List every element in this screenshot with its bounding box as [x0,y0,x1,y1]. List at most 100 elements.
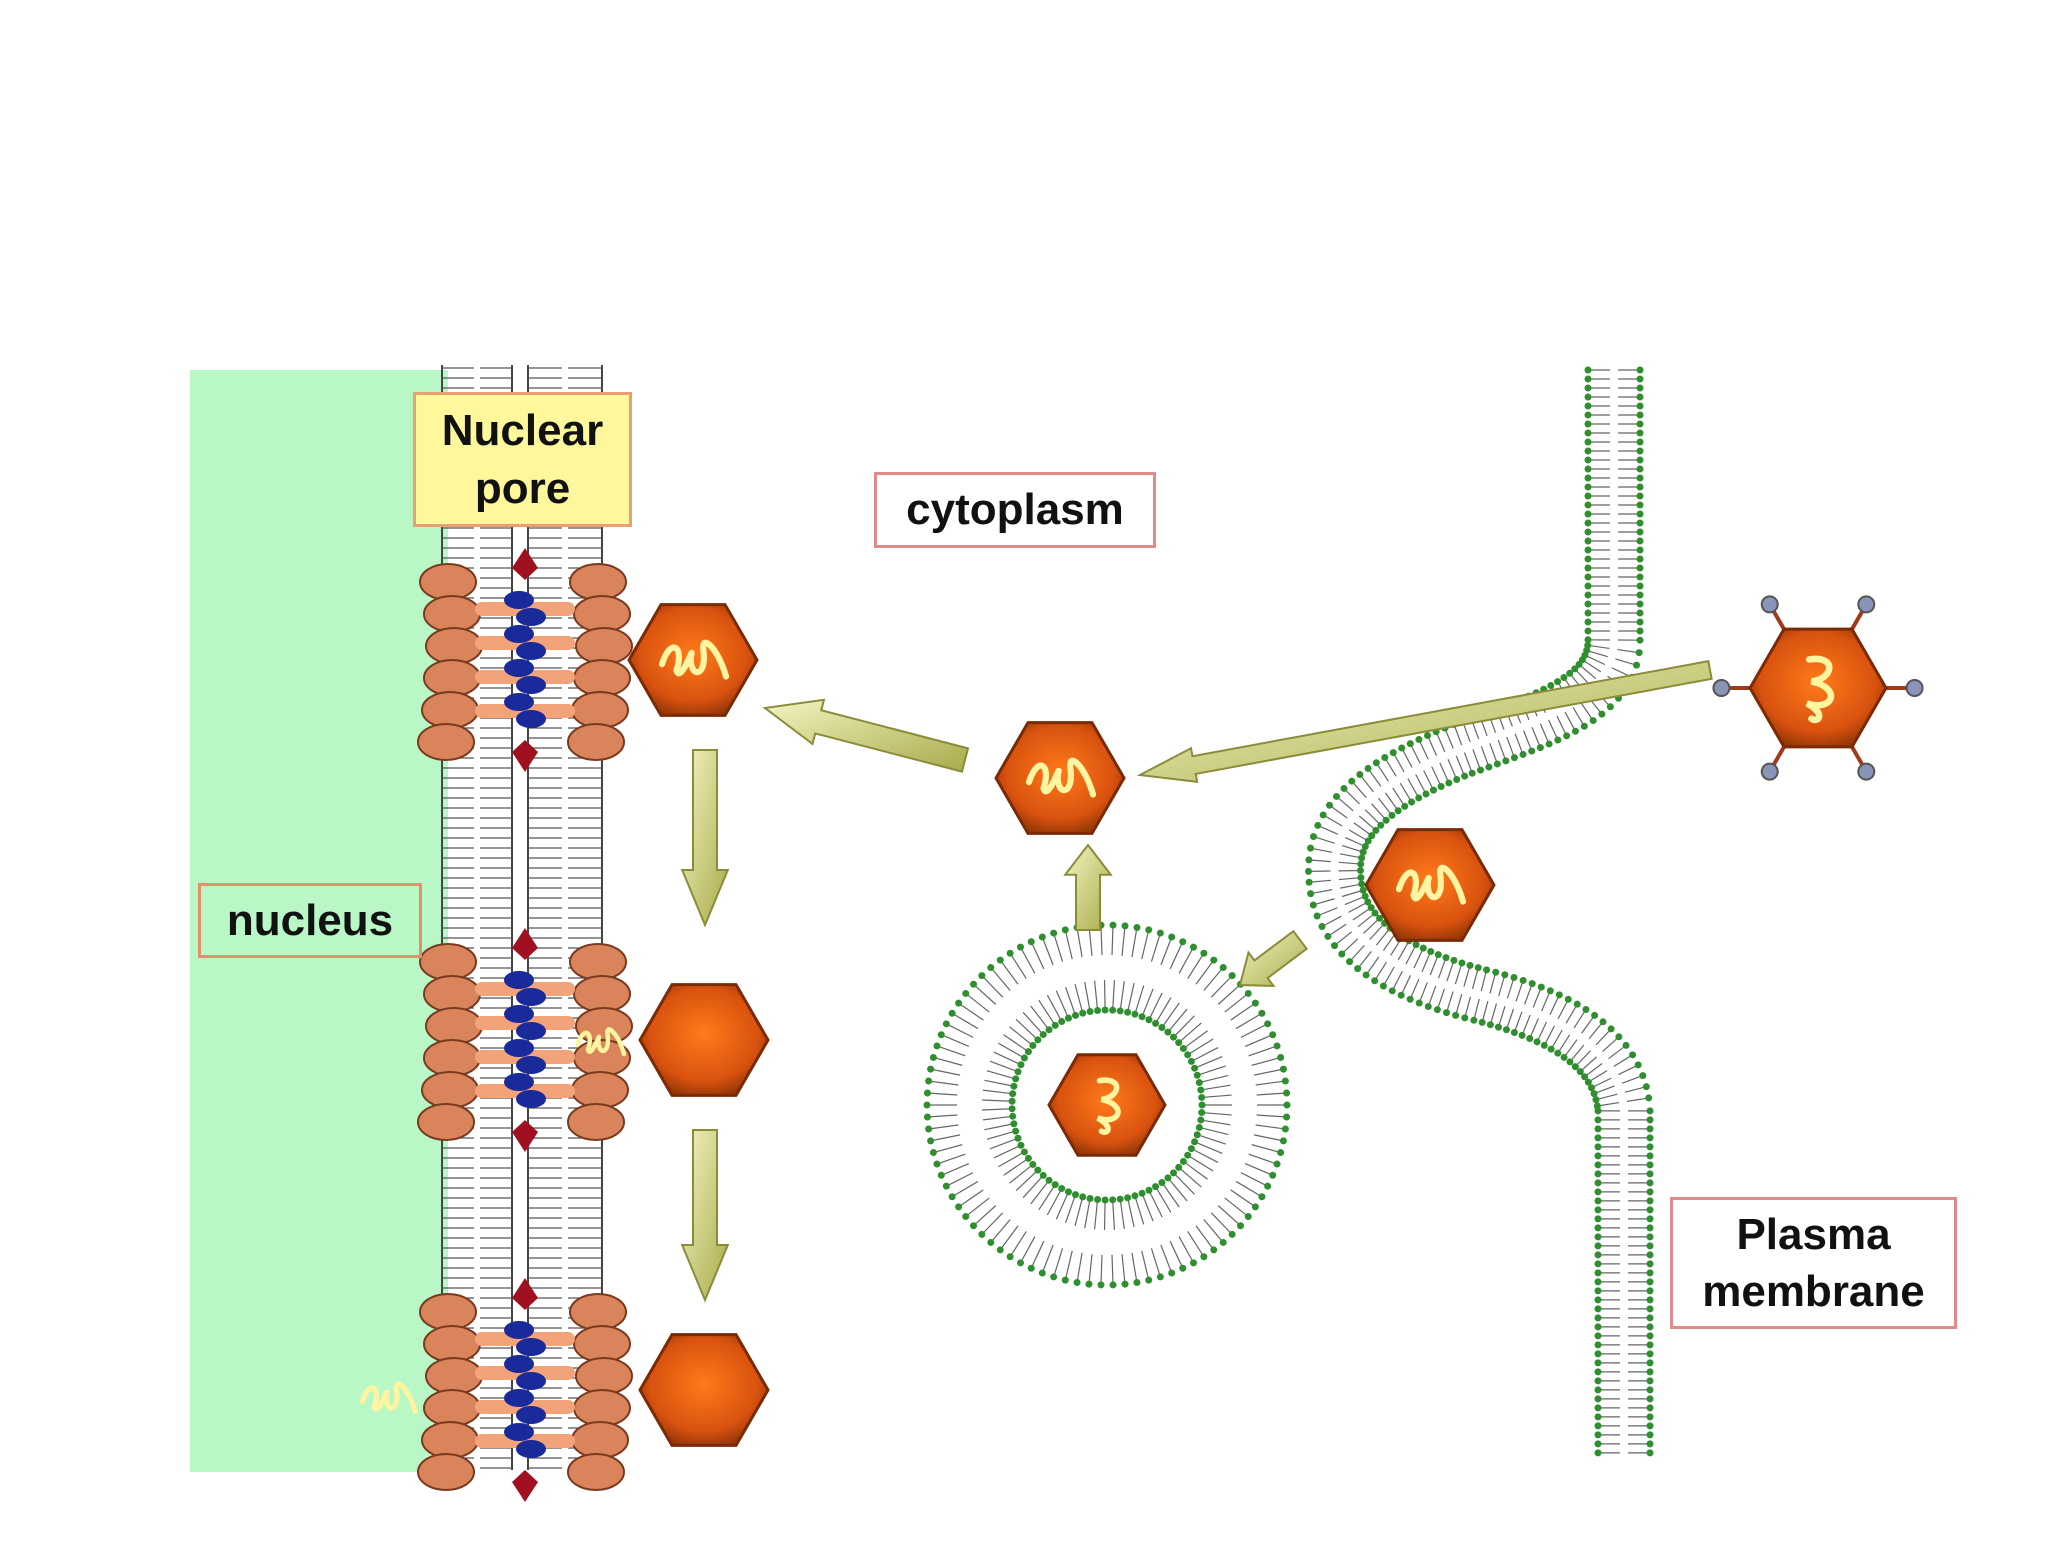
vesicle-outer-head [1210,1246,1217,1253]
lipid-tail [1162,1183,1179,1207]
vesicle-outer-head [1264,1183,1271,1190]
pore-protein [570,1294,626,1330]
lipid-head [1637,520,1644,527]
pore-protein [424,976,480,1012]
lipid-head [1560,674,1567,681]
pore-channel-bead [504,971,534,989]
lipid-tail [1095,1200,1098,1230]
vesicle-inner-head [1124,1009,1131,1016]
vesicle-inner-head [1175,1164,1182,1171]
lipid-tail [1089,1254,1092,1284]
lipid-head [1340,785,1347,792]
lipid-head [1607,703,1614,710]
pore-protein [574,1390,630,1426]
lipid-head [1510,974,1517,981]
lipid-tail [1174,1016,1195,1037]
vesicle-inner-head [1058,1018,1065,1025]
lipid-head [1595,1152,1602,1159]
vesicle-inner-head [1170,1169,1177,1176]
virus-docking-pore [629,605,757,716]
lipid-tail [1183,1161,1207,1179]
lipid-tail [1065,1251,1072,1280]
lipid-head [1450,957,1457,964]
pore-channel-bead [504,659,534,677]
pore-channel-bead [504,693,534,711]
vesicle-outer-head [1050,1273,1057,1280]
lipid-tail [1132,928,1137,958]
lipid-tail [987,1131,1016,1139]
lipid-tail [1020,947,1034,973]
vesicle-inner-head [1034,1036,1041,1043]
vesicle-inner-head [1087,1008,1094,1015]
lipid-tail [1197,1066,1225,1075]
lipid-head [1470,1017,1477,1024]
vesicle-outer-head [1039,934,1046,941]
lipid-head [1389,987,1396,994]
vesicle-outer-head [1258,1010,1265,1017]
pore-protein [576,1008,632,1044]
vesicle-outer-head [1122,1281,1129,1288]
vesicle-inner-head [1021,1148,1028,1155]
lipid-head [1637,457,1644,464]
pore-protein [420,564,476,600]
pore-channel-bead [504,1039,534,1057]
pore-channel-bead [504,1389,534,1407]
lipid-tail [1077,1253,1082,1283]
vesicle-inner-head [1109,1196,1116,1203]
lipid-tail [946,1173,973,1187]
lipid-tail [1016,1019,1038,1040]
lipid-tail [1168,1009,1187,1032]
lipid-head [1647,1278,1654,1285]
vesicle-outer-head [1229,972,1236,979]
lipid-head [1487,1021,1494,1028]
arrow-vesicle-release [1065,845,1111,930]
lipid-head [1541,1042,1548,1049]
lipid-head [1585,610,1592,617]
vesicle-inner-head [1034,1167,1041,1174]
lipid-head [1647,1305,1654,1312]
lipid-head [1390,749,1397,756]
lipid-head [1572,728,1579,735]
vesicle-outer-head [924,1114,931,1121]
spike-knob [1713,680,1729,696]
lipid-head [1427,948,1434,955]
pore-protein [574,660,630,696]
vesicle-outer-head [930,1149,937,1156]
lipid-head [1647,1269,1654,1276]
lipid-tail [941,1164,969,1176]
lipid-tail [1256,1125,1286,1129]
lipid-tail [1199,1127,1228,1134]
lipid-tail [1065,930,1072,959]
vesicle-inner-head [1009,1113,1016,1120]
lipid-head [1520,751,1527,758]
lipid-tail [1142,1251,1149,1280]
vesicle-inner-head [1010,1083,1017,1090]
lipid-head [1314,912,1321,919]
lipid-head [1647,1404,1654,1411]
pore-cap-top [512,928,538,960]
pore-protein [418,1104,474,1140]
capsid-shell [1750,629,1886,747]
lipid-head [1373,759,1380,766]
lipid-head [1647,1206,1654,1213]
pore-protein [424,660,480,696]
lipid-head [1585,466,1592,473]
lipid-head [1595,1431,1602,1438]
lipid-tail [1128,1198,1135,1227]
vesicle-inner-head [1046,1026,1053,1033]
lipid-tail [1112,1255,1113,1285]
pore-protein [574,1326,630,1362]
lipid-head [1333,793,1340,800]
lipid-head [1595,1305,1602,1312]
lipid-tail [1085,982,1090,1012]
pore-protein [426,628,482,664]
lipid-head [1383,817,1390,824]
lipid-head [1595,1413,1602,1420]
lipid-tail [983,1090,1013,1094]
lipid-tail [1128,983,1135,1012]
lipid-head [1537,744,1544,751]
lipid-tail [927,1115,957,1117]
lipid-head [1585,547,1592,554]
lipid-head [1585,628,1592,635]
vesicle-outer-head [1190,1259,1197,1266]
